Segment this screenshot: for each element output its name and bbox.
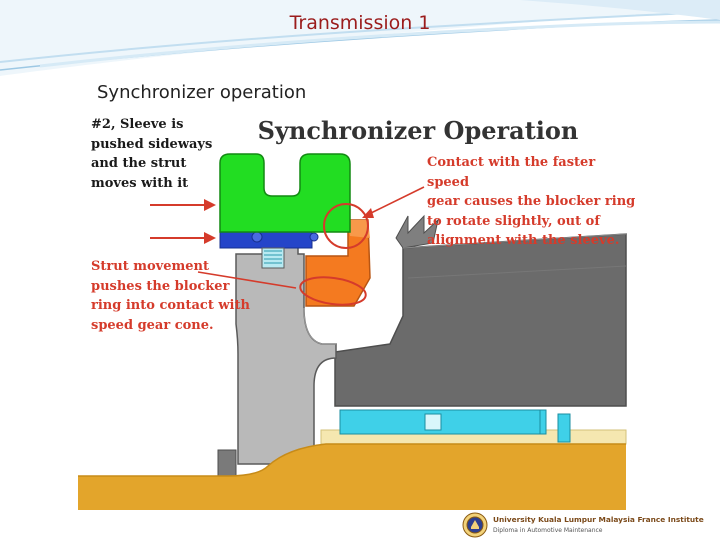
- header-swoosh-decoration: [0, 0, 720, 76]
- speed-gear-teeth: [395, 214, 439, 249]
- diagram-title: Synchronizer Operation: [257, 116, 579, 145]
- university-crest-logo: [462, 512, 488, 538]
- blocker-ring-highlight: [299, 276, 367, 306]
- strut: [219, 231, 313, 249]
- synchronizer-cutaway-drawing: [78, 108, 640, 510]
- synchronizer-sleeve: [219, 153, 351, 233]
- speed-gear: [334, 233, 627, 407]
- push-direction-arrows: [150, 199, 216, 244]
- footer: University Kuala Lumpur Malaysia France …: [462, 510, 720, 540]
- strut-ball: [251, 231, 263, 243]
- strut-spring: [261, 247, 285, 269]
- mainshaft: [78, 444, 626, 510]
- note-blocker-ring-rotation: Contact with the faster speed gear cause…: [427, 155, 636, 248]
- callout-line: [197, 271, 297, 289]
- slide-subtitle: Synchronizer operation: [97, 82, 307, 103]
- footer-program: Diploma in Automotive Maintenance: [493, 527, 603, 534]
- synchronizer-diagram: Synchronizer Operation #2, Sleeve is pus…: [78, 108, 640, 510]
- contact-circle: [323, 203, 369, 249]
- note-strut-movement: Strut movement pushes the blocker ring i…: [91, 259, 250, 333]
- footer-institution: University Kuala Lumpur Malaysia France …: [493, 515, 704, 524]
- hub-collar: [217, 449, 237, 477]
- note-sleeve-pushed: #2, Sleeve is pushed sideways and the st…: [91, 117, 213, 191]
- slide-title: Transmission 1: [289, 12, 431, 34]
